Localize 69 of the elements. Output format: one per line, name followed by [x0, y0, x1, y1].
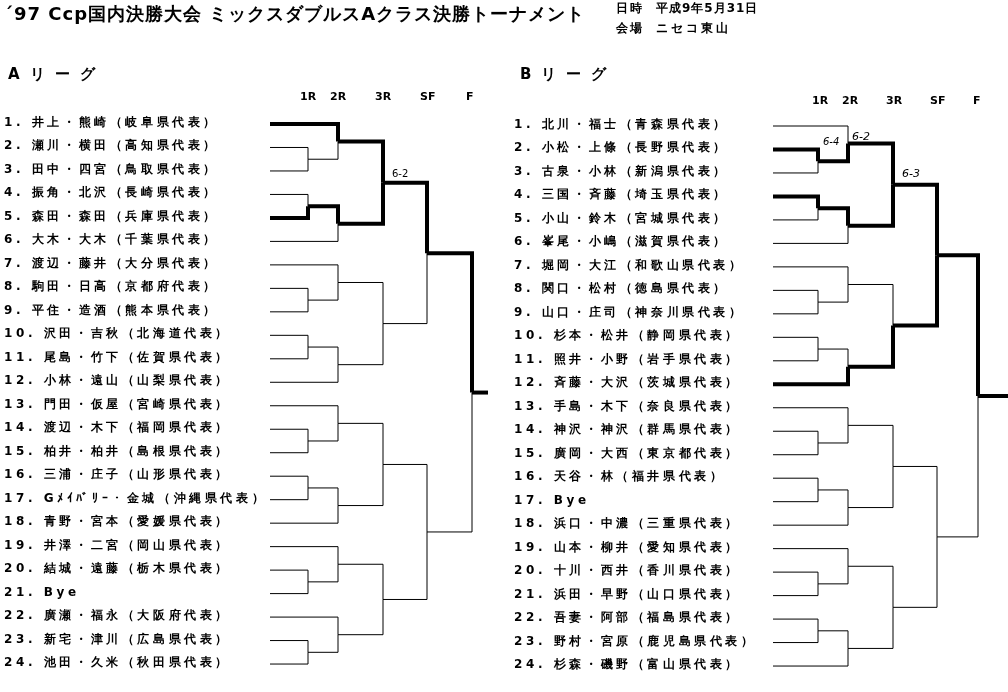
player-entry: 13. 手島・木下（奈良県代表）: [514, 399, 742, 414]
player-entry: 5. 小山・鈴木（宮城県代表）: [514, 211, 730, 226]
player-entry: 11. 照井・小野（岩手県代表）: [514, 352, 742, 367]
venue-text: ニセコ東山: [656, 22, 731, 36]
round-heading: 1R: [812, 95, 829, 108]
player-entry: 23. 野村・宮原（鹿児島県代表）: [514, 634, 757, 649]
player-entry: 21. 浜田・早野（山口県代表）: [514, 587, 742, 602]
player-entry: 17. Gﾒｲﾊﾞﾘｰ・金城（沖縄県代表）: [4, 491, 268, 506]
player-entry: 2. 小松・上條（長野県代表）: [514, 141, 730, 156]
player-entry: 7. 堀岡・大江（和歌山県代表）: [514, 258, 745, 273]
player-entry: 22. 廣瀬・福永（大阪府代表）: [4, 609, 232, 623]
player-entry: 1. 北川・福士（青森県代表）: [514, 118, 730, 132]
player-entry: 6. 峯尾・小嶋（滋賀県代表）: [514, 235, 730, 250]
player-entry: 14. 渡辺・木下（福岡県代表）: [4, 421, 232, 436]
player-entry: 19. 井澤・二宮（岡山県代表）: [4, 538, 232, 553]
player-entry: 15. 廣岡・大西（東京都代表）: [514, 446, 742, 461]
round-heading: 2R: [330, 91, 347, 104]
player-entry: 1. 井上・熊崎（岐阜県代表）: [4, 116, 220, 130]
player-entry: 6. 大木・大木（千葉県代表）: [4, 233, 220, 248]
score-text: 6-3: [902, 168, 920, 181]
player-entry: 21. Bye: [4, 585, 80, 600]
player-entry: 12. 小林・遠山（山梨県代表）: [4, 374, 232, 389]
player-entry: 4. 三国・斉藤（埼玉県代表）: [514, 188, 730, 203]
score-text: 6-4: [823, 136, 840, 148]
player-entry: 8. 駒田・日高（京都府代表）: [4, 280, 220, 295]
player-entry: 17. Bye: [514, 493, 590, 508]
player-entry: 14. 神沢・神沢（群馬県代表）: [514, 423, 742, 438]
player-entry: 11. 尾島・竹下（佐賀県代表）: [4, 350, 232, 365]
player-entry: 24. 池田・久米（秋田県代表）: [4, 656, 232, 670]
round-heading: 1R: [300, 91, 317, 104]
player-entry: 20. 十川・西井（香川県代表）: [514, 564, 742, 578]
player-entry: 3. 古泉・小林（新潟県代表）: [514, 164, 730, 179]
player-entry: 10. 杉本・松井（静岡県代表）: [514, 329, 742, 344]
player-entry: 16. 天谷・林（福井県代表）: [514, 470, 726, 484]
round-heading: SF: [930, 95, 946, 108]
field-label: 会場: [616, 22, 644, 36]
round-heading: SF: [420, 91, 436, 104]
player-entry: 10. 沢田・吉秋（北海道代表）: [4, 327, 232, 342]
player-entry: 18. 浜口・中濃（三重県代表）: [514, 517, 742, 531]
player-entry: 9. 平住・造酒（熊本県代表）: [4, 303, 220, 318]
player-entry: 15. 柏井・柏井（島根県代表）: [4, 444, 232, 459]
player-entry: 3. 田中・四宮（鳥取県代表）: [4, 162, 220, 177]
player-entry: 20. 結城・遠藤（栃木県代表）: [4, 562, 232, 576]
field-label: 日時: [616, 2, 644, 16]
player-entry: 5. 森田・森田（兵庫県代表）: [4, 209, 220, 224]
player-entry: 8. 関口・松村（徳島県代表）: [514, 282, 730, 297]
player-entry: 22. 吾妻・阿部（福島県代表）: [514, 611, 742, 625]
player-entry: 9. 山口・庄司（神奈川県代表）: [514, 305, 745, 320]
player-entry: 2. 瀬川・横田（高知県代表）: [4, 139, 220, 154]
round-heading: F: [973, 95, 981, 108]
title: ´97 Ccp国内決勝大会 ミックスダブルスAクラス決勝トーナメント: [4, 4, 586, 25]
score-text: 6-2: [852, 131, 870, 144]
player-entry: 7. 渡辺・藤井（大分県代表）: [4, 256, 220, 271]
round-heading: F: [466, 91, 474, 104]
player-entry: 12. 斉藤・大沢（茨城県代表）: [514, 376, 742, 391]
player-entry: 23. 新宅・津川（広島県代表）: [4, 632, 232, 647]
player-entry: 4. 振角・北沢（長崎県代表）: [4, 186, 220, 201]
date-text: 平成9年5月31日: [656, 2, 759, 16]
score-text: 6-2: [392, 168, 409, 180]
round-heading: 3R: [886, 95, 903, 108]
player-entry: 19. 山本・柳井（愛知県代表）: [514, 540, 742, 555]
round-heading: 3R: [375, 91, 392, 104]
round-heading: 2R: [842, 95, 859, 108]
player-entry: 18. 青野・宮本（愛媛県代表）: [4, 515, 232, 529]
league-heading: Aリーグ: [8, 66, 105, 84]
league-heading: Bリーグ: [520, 66, 617, 84]
player-entry: 24. 杉森・磯野（富山県代表）: [514, 658, 742, 672]
player-entry: 16. 三浦・庄子（山形県代表）: [4, 468, 232, 482]
player-entry: 13. 門田・仮屋（宮崎県代表）: [4, 397, 232, 412]
